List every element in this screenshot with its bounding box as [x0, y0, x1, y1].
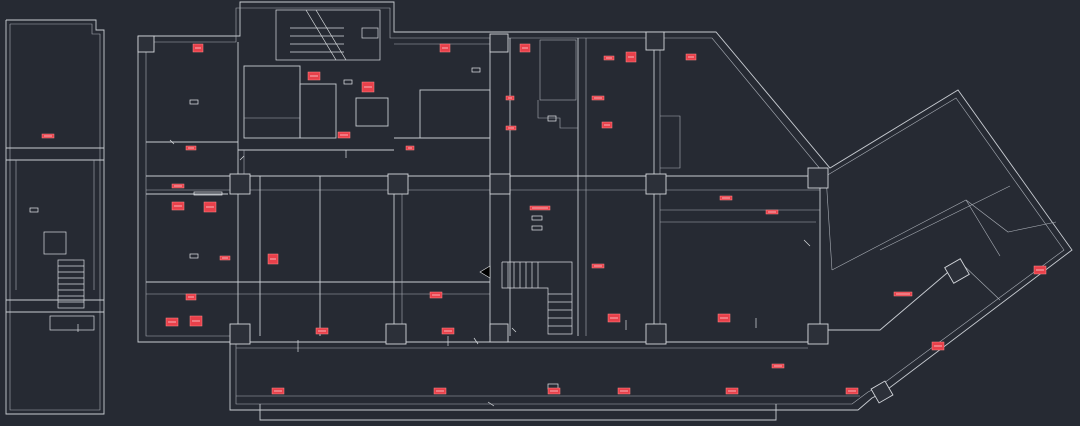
door-ticks: [77, 139, 811, 407]
structural-columns: [137, 31, 970, 404]
stair-center: [501, 261, 573, 335]
interior-walls: [146, 38, 1057, 336]
main-outline-walls: [137, 1, 1073, 421]
side-annex-walls: [5, 19, 105, 415]
side-annex-stair: [43, 231, 95, 331]
triangle-cursor-icon: [479, 265, 491, 279]
room-tags[interactable]: [41, 43, 1047, 395]
stair-top: [275, 9, 381, 61]
fixture-symbols: [29, 67, 559, 390]
